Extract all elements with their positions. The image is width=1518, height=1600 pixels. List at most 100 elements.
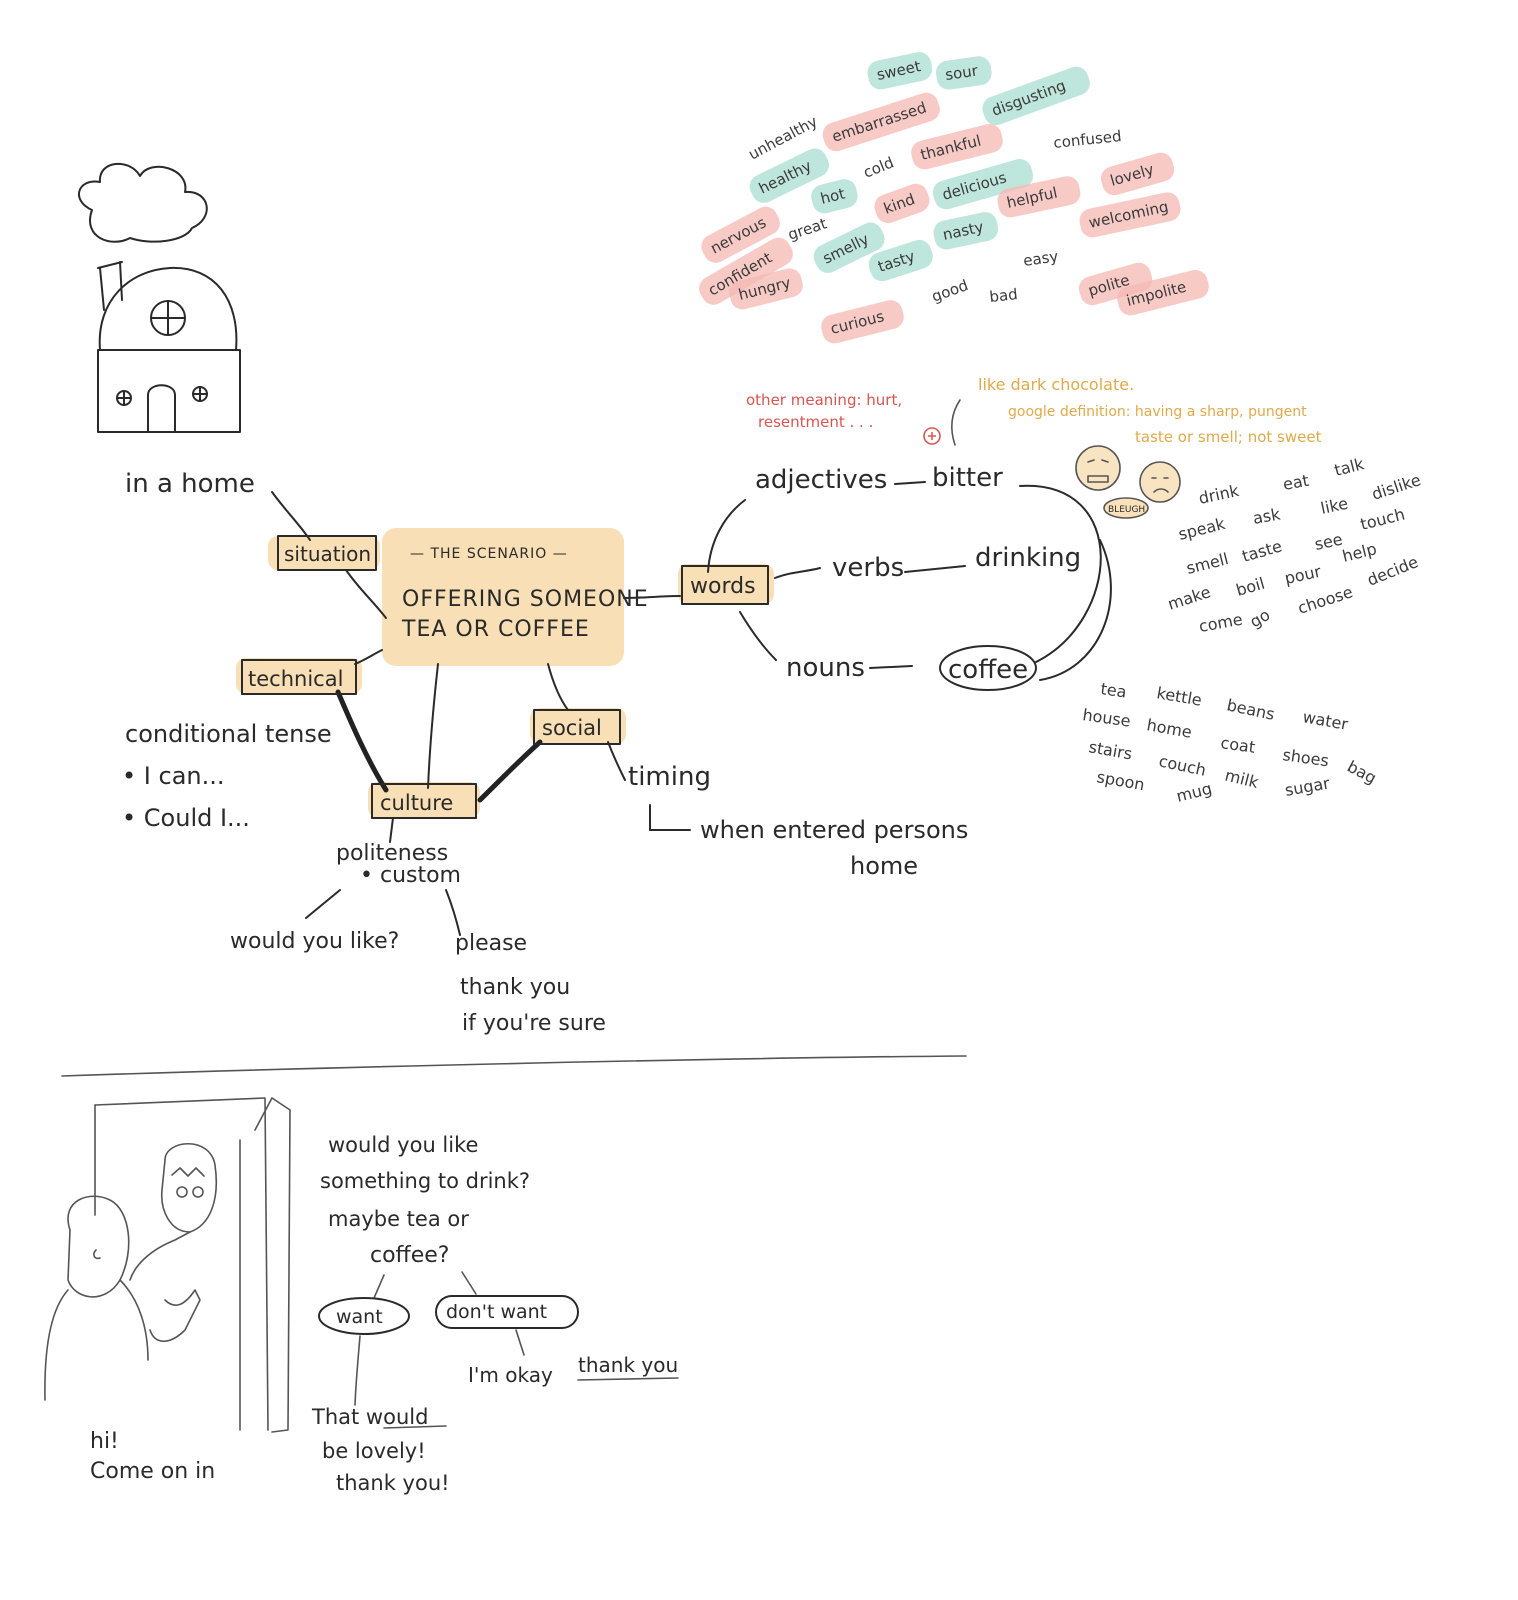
word-highlight xyxy=(868,239,933,282)
verb-word: talk xyxy=(1332,454,1366,480)
comic-offer-line4: coffee? xyxy=(370,1243,449,1268)
verb-word: make xyxy=(1165,582,1213,614)
verb-word: choose xyxy=(1295,582,1355,618)
branch-culture: culture xyxy=(371,783,477,819)
comic-offer-line2: something to drink? xyxy=(320,1169,530,1193)
word-highlight xyxy=(1100,152,1175,196)
bleugh-bubble-text: BLEUGH xyxy=(1108,505,1145,515)
comic-decline-line1: I'm okay xyxy=(468,1363,553,1387)
noun-word: coat xyxy=(1219,733,1256,757)
verb-word: go xyxy=(1247,605,1274,631)
word-highlight xyxy=(1078,262,1153,306)
word-highlight xyxy=(821,300,904,344)
verb-word: smell xyxy=(1184,549,1230,578)
adjective-word: hot xyxy=(819,184,847,207)
comic-decline-underline xyxy=(577,1377,679,1381)
comic-offer-line1: would you like xyxy=(328,1133,478,1157)
situation-highlight xyxy=(268,536,380,570)
house-icon xyxy=(78,162,241,433)
noun-word: house xyxy=(1081,705,1131,731)
noun-word: milk xyxy=(1223,765,1261,792)
noun-word: stairs xyxy=(1087,737,1133,763)
scenario-title-line2: TEA OR COFFEE xyxy=(401,617,590,642)
social-note-timing: timing xyxy=(628,762,711,792)
adjective-word: cold xyxy=(861,153,897,181)
noun-word: mug xyxy=(1174,779,1213,806)
verb-word: dislike xyxy=(1369,470,1423,504)
branch-social-label: social xyxy=(542,716,602,740)
bitter-definition-2: taste or smell; not sweet xyxy=(1135,428,1322,446)
verb-word: speak xyxy=(1176,514,1227,544)
verb-word: touch xyxy=(1358,505,1406,534)
word-type-verbs: verbs xyxy=(832,553,904,583)
branch-situation-label: situation xyxy=(284,542,371,566)
bitter-other-meaning-2: resentment . . . xyxy=(758,413,873,431)
noun-word: spoon xyxy=(1095,767,1146,794)
branch-words: words xyxy=(681,565,769,605)
noun-word: beans xyxy=(1225,695,1276,724)
verb-word: ask xyxy=(1251,504,1282,528)
word-highlight xyxy=(935,56,992,90)
comic-branch-right xyxy=(461,1271,477,1295)
scenario-highlight xyxy=(382,528,624,666)
technical-note-could-i: • Could I... xyxy=(122,804,250,832)
word-highlight xyxy=(1117,269,1209,316)
noun-example-circle xyxy=(939,645,1037,691)
culture-note-if-sure: if you're sure xyxy=(462,1011,606,1036)
comic-offer-line3: maybe tea or xyxy=(328,1207,469,1231)
comic-want-label: want xyxy=(336,1306,383,1328)
verb-word: boil xyxy=(1234,574,1267,600)
word-highlight xyxy=(701,206,780,263)
technical-note-tense: conditional tense xyxy=(125,720,332,748)
word-highlight xyxy=(874,183,930,224)
comic-accept-underline xyxy=(383,1425,447,1429)
branch-social: social xyxy=(533,709,621,745)
scenario-title-line1: OFFERING SOMEONE xyxy=(402,587,649,612)
verb-word: like xyxy=(1319,494,1350,518)
words-highlight xyxy=(678,564,774,604)
comic-accept-line2: be lovely! xyxy=(322,1439,426,1463)
grimace-face-icon: BLEUGH xyxy=(1075,445,1181,519)
comic-accept-line1: That would xyxy=(311,1405,428,1429)
plus-circle-icon xyxy=(923,427,941,445)
word-highlight xyxy=(867,52,933,90)
bitter-definition-1: google definition: having a sharp, punge… xyxy=(1008,404,1307,420)
adjective-word: good xyxy=(929,276,970,306)
culture-note-thank-you: thank you xyxy=(460,975,570,1000)
verb-example-drinking: drinking xyxy=(975,543,1081,573)
adjective-word: easy xyxy=(1022,247,1059,270)
word-type-adjectives: adjectives xyxy=(755,465,887,495)
branch-technical: technical xyxy=(241,659,357,695)
verb-word: help xyxy=(1340,539,1378,566)
scenario-heading: — THE SCENARIO — xyxy=(410,546,568,562)
plus-icon xyxy=(928,432,936,440)
comic-dont-want-bubble: don't want xyxy=(435,1295,579,1329)
noun-word: couch xyxy=(1157,751,1208,779)
verb-word: pour xyxy=(1283,562,1323,588)
noun-word: sugar xyxy=(1283,773,1331,800)
word-highlight xyxy=(911,123,1003,170)
word-highlight xyxy=(997,176,1081,218)
culture-note-would-you-like: would you like? xyxy=(230,929,399,954)
verb-word: come xyxy=(1197,610,1244,636)
adjective-word: confused xyxy=(1053,127,1123,152)
word-highlight xyxy=(699,237,793,305)
technical-highlight xyxy=(236,658,362,694)
comic-doorway-illustration xyxy=(44,1097,291,1433)
noun-word: shoes xyxy=(1281,745,1330,770)
technical-note-i-can: • I can... xyxy=(122,762,225,790)
verb-word: see xyxy=(1313,529,1344,553)
bitter-like-note: like dark chocolate. xyxy=(978,375,1134,394)
word-type-nouns: nouns xyxy=(786,653,865,683)
social-note-when-2: home xyxy=(850,852,918,880)
branch-technical-label: technical xyxy=(248,667,343,691)
word-highlight xyxy=(729,268,803,310)
culture-highlight xyxy=(368,782,480,818)
mindmap-connectors xyxy=(271,481,1112,936)
word-highlight xyxy=(811,179,858,214)
bitter-other-meaning-1: other meaning: hurt, xyxy=(746,391,902,409)
culture-note-politeness: politeness xyxy=(336,841,448,866)
